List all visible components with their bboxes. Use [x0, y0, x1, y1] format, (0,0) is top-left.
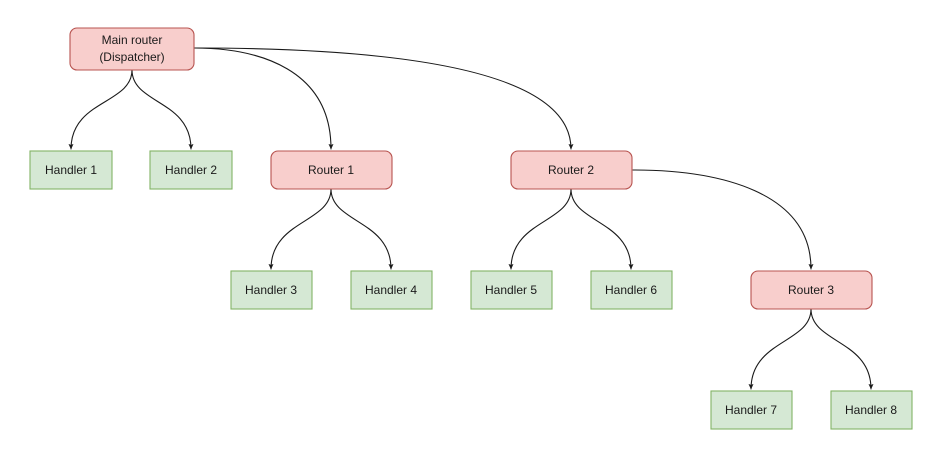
node-handler-5[interactable]: Handler 5	[470, 270, 553, 310]
router-1-label: Router 1	[308, 163, 354, 177]
handler-6-label: Handler 6	[605, 283, 657, 297]
handler-2-box[interactable]	[149, 150, 233, 190]
node-handler-7[interactable]: Handler 7	[710, 390, 793, 430]
handler-8-box[interactable]	[830, 390, 913, 430]
node-handler-2[interactable]: Handler 2	[149, 150, 233, 190]
handler-5-box[interactable]	[470, 270, 553, 310]
handler-6-box[interactable]	[590, 270, 673, 310]
edge-router-2-to-router-3[interactable]	[632, 169, 814, 270]
handler-3-box[interactable]	[230, 270, 313, 310]
edge-router-3-to-handler-8[interactable]	[810, 308, 874, 390]
edge-layer	[68, 47, 874, 390]
edge-router-2-to-handler-6[interactable]	[570, 188, 634, 270]
router-2-label: Router 2	[548, 163, 594, 177]
edge-router-3-to-handler-7[interactable]	[748, 308, 812, 390]
router-3-box[interactable]	[750, 270, 873, 310]
edge-router-2-to-handler-5[interactable]	[508, 188, 572, 270]
node-main-router[interactable]: Main router (Dispatcher)	[69, 27, 195, 71]
node-router-3[interactable]: Router 3	[750, 270, 873, 310]
handler-4-box[interactable]	[350, 270, 433, 310]
handler-7-box[interactable]	[710, 390, 793, 430]
edge-main-router-to-handler-2[interactable]	[131, 69, 194, 150]
node-handler-3[interactable]: Handler 3	[230, 270, 313, 310]
handler-8-label: Handler 8	[845, 403, 897, 417]
router-3-label: Router 3	[788, 283, 834, 297]
node-handler-8[interactable]: Handler 8	[830, 390, 913, 430]
edge-main-router-to-router-2[interactable]	[193, 47, 574, 150]
edge-router-1-to-handler-4[interactable]	[330, 188, 394, 270]
handler-1-label: Handler 1	[45, 163, 97, 177]
handler-1-box[interactable]	[29, 150, 113, 190]
node-handler-4[interactable]: Handler 4	[350, 270, 433, 310]
handler-4-label: Handler 4	[365, 283, 417, 297]
edge-main-router-to-handler-1[interactable]	[68, 69, 133, 150]
main-router-label-line2: (Dispatcher)	[99, 50, 164, 64]
handler-3-label: Handler 3	[245, 283, 297, 297]
main-router-box[interactable]	[69, 27, 195, 71]
router-1-box[interactable]	[270, 150, 393, 190]
handler-5-label: Handler 5	[485, 283, 537, 297]
node-router-1[interactable]: Router 1	[270, 150, 393, 190]
node-handler-1[interactable]: Handler 1	[29, 150, 113, 190]
node-router-2[interactable]: Router 2	[510, 150, 633, 190]
edge-router-1-to-handler-3[interactable]	[268, 188, 332, 270]
node-handler-6[interactable]: Handler 6	[590, 270, 673, 310]
handler-7-label: Handler 7	[725, 403, 777, 417]
edge-main-router-to-router-1[interactable]	[193, 47, 334, 150]
handler-2-label: Handler 2	[165, 163, 217, 177]
router-2-box[interactable]	[510, 150, 633, 190]
main-router-label-line1: Main router	[102, 33, 163, 47]
